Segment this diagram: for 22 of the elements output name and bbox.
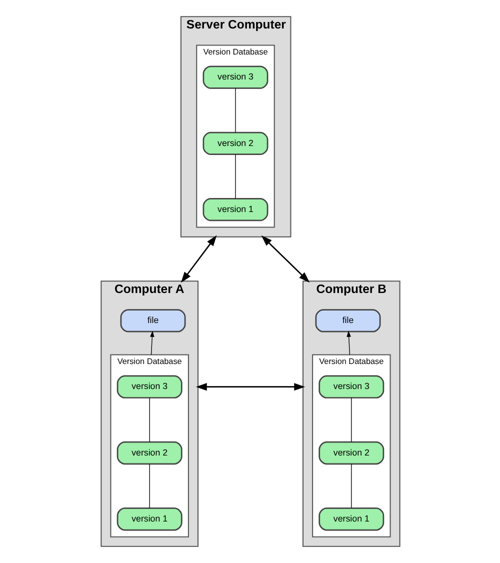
node-box: version 2 [318, 441, 384, 465]
arrow [180, 235, 216, 283]
connector [350, 464, 352, 508]
arrow [195, 383, 305, 391]
node-box: version 1 [116, 508, 182, 531]
node-box: file [314, 309, 380, 332]
connector [148, 464, 150, 508]
node-box: version 2 [202, 132, 268, 156]
connector [148, 398, 150, 442]
node-box: version 3 [116, 375, 182, 398]
node-box: version 3 [318, 375, 384, 398]
node-box: version 2 [116, 441, 182, 465]
connector [350, 398, 352, 442]
arrow [260, 235, 310, 283]
node-box: version 1 [202, 198, 268, 222]
node-box: version 3 [202, 66, 268, 89]
node-box: version 1 [318, 508, 384, 531]
arrow [346, 330, 350, 356]
connector [234, 154, 236, 199]
node-box: file [120, 309, 186, 332]
arrow [150, 330, 154, 356]
connector [234, 88, 236, 133]
